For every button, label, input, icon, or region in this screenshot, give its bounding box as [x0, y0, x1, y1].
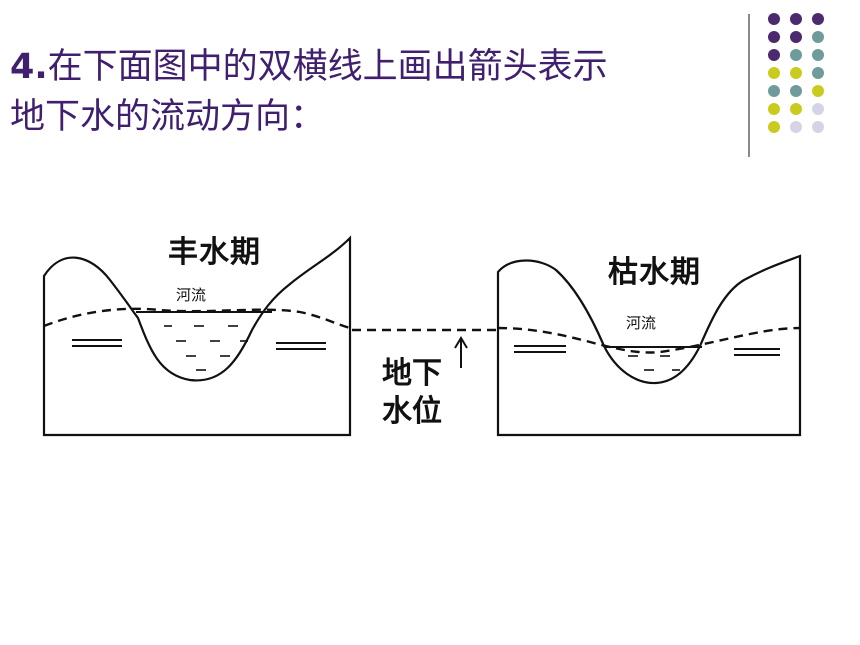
left-river-label: 河流: [176, 286, 206, 304]
right-double-line-right: [734, 348, 780, 356]
decor-dot: [768, 67, 780, 79]
decor-dot: [812, 13, 824, 25]
decor-dot: [790, 85, 802, 97]
left-panel: 丰水期 河流: [42, 235, 352, 437]
right-cross-section: [496, 254, 802, 437]
up-arrow-icon: [454, 336, 468, 368]
decor-dot: [768, 103, 780, 115]
left-water-table: [43, 307, 351, 330]
right-panel: 枯水期 河流: [496, 254, 802, 437]
decor-dot: [812, 103, 824, 115]
question-number: 4.: [10, 47, 48, 87]
left-river-water: [164, 325, 248, 371]
decor-dot: [790, 31, 802, 43]
left-cross-section: [42, 235, 352, 437]
question-line2: 地下水的流动方向：: [10, 97, 326, 137]
groundwater-label-line1: 地下: [382, 356, 442, 391]
left-double-line-left: [72, 339, 122, 347]
left-season-label: 丰水期: [168, 235, 261, 270]
decor-dot: [768, 49, 780, 61]
decor-dot: [790, 49, 802, 61]
decor-dot: [790, 121, 802, 133]
right-river-label: 河流: [626, 314, 656, 332]
groundwater-label-line2: 水位: [382, 394, 442, 429]
decor-dot: [812, 49, 824, 61]
question-title: 4.在下面图中的双横线上画出箭头表示 地下水的流动方向：: [10, 42, 740, 142]
decor-dot: [790, 67, 802, 79]
right-water-table: [497, 326, 801, 354]
decor-divider: [748, 14, 750, 157]
right-season-label: 枯水期: [608, 255, 701, 290]
right-river-water: [628, 355, 680, 371]
decor-dot: [768, 31, 780, 43]
left-double-line-right: [276, 342, 326, 350]
decor-dot-grid: [768, 13, 824, 133]
decor-dot: [768, 121, 780, 133]
decor-dot: [812, 85, 824, 97]
decor-dot: [768, 13, 780, 25]
decor-dot: [790, 13, 802, 25]
decor-dot: [768, 85, 780, 97]
decor-dot: [790, 103, 802, 115]
question-line1: 在下面图中的双横线上画出箭头表示: [47, 47, 608, 87]
decor-dot: [812, 31, 824, 43]
decor-dot: [812, 121, 824, 133]
decor-dot: [812, 67, 824, 79]
right-double-line-left: [514, 345, 566, 353]
